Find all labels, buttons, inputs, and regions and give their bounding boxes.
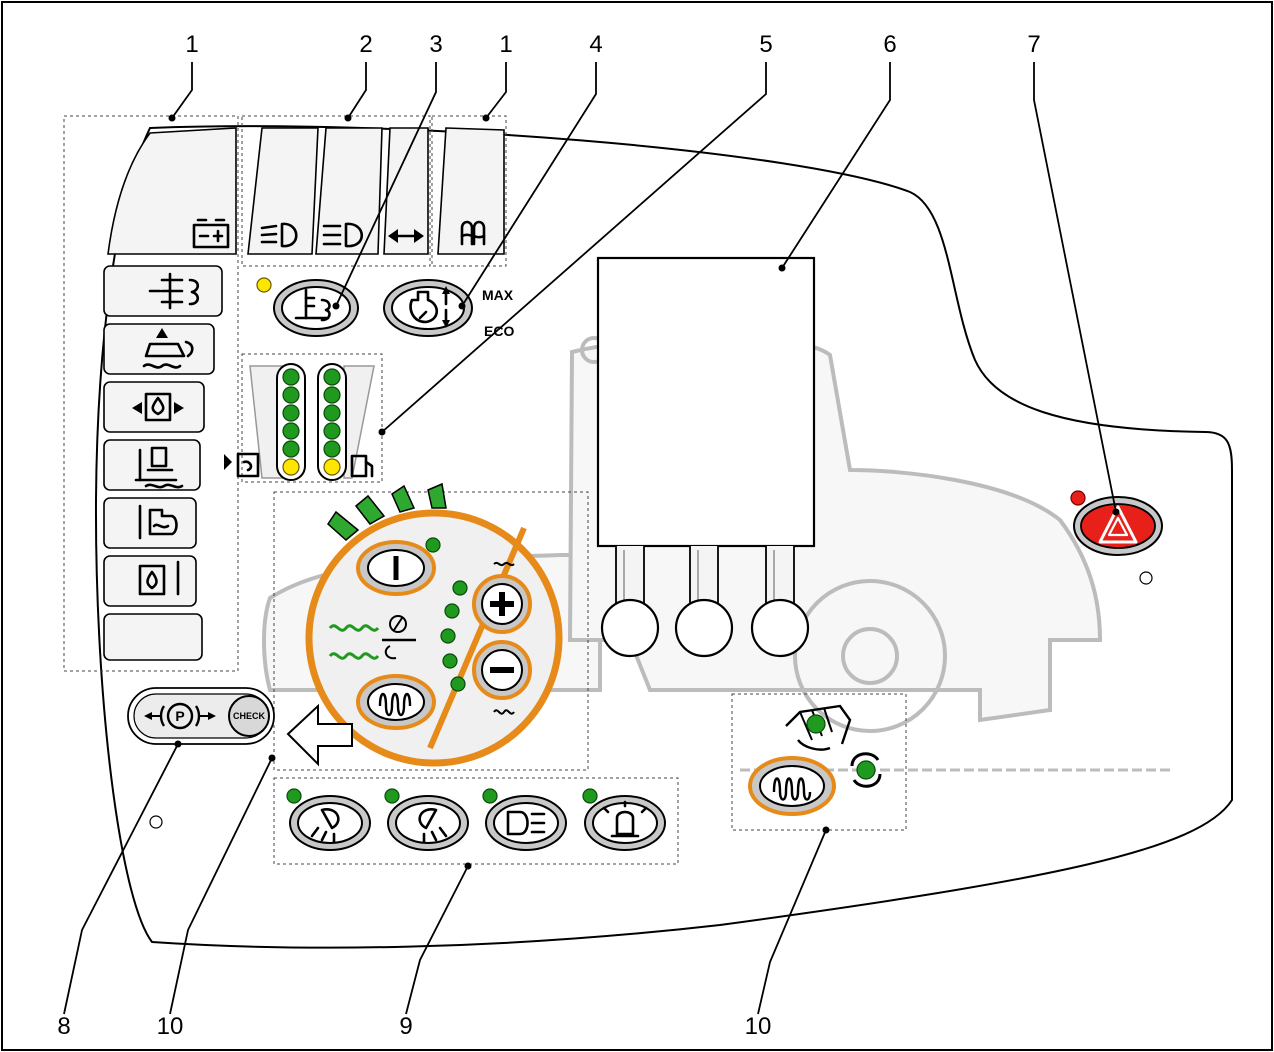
- display-button-2[interactable]: [674, 598, 734, 658]
- tile-empty: [103, 613, 203, 661]
- display-button-1[interactable]: [600, 598, 660, 658]
- front-work-light-icon: [310, 808, 340, 844]
- hazard-button[interactable]: [1073, 496, 1163, 556]
- group-5-gauges: [241, 353, 383, 483]
- arrow-pointer-icon: [286, 703, 353, 767]
- rotation-led: [856, 760, 876, 780]
- turn-indicator-icon: [388, 229, 424, 243]
- battery-charge-icon: [192, 218, 230, 249]
- max-label: MAX: [482, 287, 514, 303]
- display-screen: [596, 256, 816, 548]
- group-1-left-warnings: [63, 115, 239, 672]
- pickup-reel-icon: [785, 704, 852, 751]
- parking-label: P: [175, 708, 184, 724]
- preheat-icon: [460, 220, 486, 246]
- front-work-light-button[interactable]: [289, 795, 371, 851]
- callout-3: 3: [429, 31, 442, 58]
- high-beam-icon: [322, 222, 363, 248]
- pickup-suspension-button[interactable]: [748, 756, 836, 816]
- hazard-led: [1070, 490, 1086, 506]
- tile-battery: [107, 127, 237, 255]
- damping-icon: [328, 615, 416, 660]
- low-beam-icon: [260, 222, 298, 248]
- callout-1b: 1: [499, 31, 512, 58]
- callout-10b: 10: [745, 1013, 772, 1040]
- group-10-pickup-controls: [731, 693, 907, 831]
- group-2-lights: [241, 115, 431, 267]
- hydraulic-oil-temp-icon: [134, 446, 184, 489]
- decrease-button[interactable]: [472, 640, 532, 700]
- suspension-button[interactable]: [356, 674, 436, 730]
- pickup-suspension-icon: [772, 777, 812, 801]
- callout-7: 7: [1027, 31, 1040, 58]
- tile-hydraulic-oil-level: [103, 323, 215, 375]
- increase-button[interactable]: [472, 574, 532, 634]
- tile-hydraulic-temp: [103, 555, 197, 607]
- gauge-right-leds: [323, 368, 341, 476]
- leader-dots: [168, 114, 1120, 870]
- def-level-icon: [224, 452, 260, 478]
- suspension-icon: [378, 692, 412, 717]
- beacon-led: [582, 788, 598, 804]
- display-button-3[interactable]: [750, 598, 810, 658]
- callout-6: 6: [883, 31, 896, 58]
- side-light-led: [482, 788, 498, 804]
- front-work-light-led: [286, 788, 302, 804]
- leader-lines: [63, 62, 1117, 1015]
- max-eco-button[interactable]: [383, 279, 473, 337]
- oil-pressure-icon: [132, 392, 184, 422]
- callout-8: 8: [57, 1013, 70, 1040]
- side-light-button[interactable]: [485, 795, 567, 851]
- callout-1a: 1: [185, 31, 198, 58]
- callout-2: 2: [359, 31, 372, 58]
- callout-4: 4: [589, 31, 602, 58]
- decrease-hint-icon: [493, 709, 515, 715]
- callout-10a: 10: [157, 1013, 184, 1040]
- floating-position-button[interactable]: [356, 540, 436, 596]
- increase-hint-icon: [493, 561, 515, 567]
- indicator-hole: [1139, 571, 1153, 585]
- green-tabs: [327, 482, 447, 541]
- callout-9: 9: [399, 1013, 412, 1040]
- coolant-temp-icon: [138, 504, 178, 540]
- hydraulic-oil-level-icon: [142, 328, 194, 369]
- rear-work-light-led: [384, 788, 400, 804]
- diff-lock-led: [256, 277, 272, 293]
- check-button[interactable]: CHECK: [228, 695, 270, 737]
- beacon-button[interactable]: [584, 795, 666, 851]
- plus-icon: [490, 592, 514, 616]
- mounting-hole: [149, 815, 163, 829]
- beacon-icon: [602, 800, 648, 838]
- callout-numbers-bottom: 8 10 9 10: [57, 1013, 771, 1040]
- check-label: CHECK: [233, 711, 266, 721]
- fuel-level-icon: [350, 454, 374, 478]
- rear-work-light-button[interactable]: [387, 795, 469, 851]
- top-strip-tiles: [247, 127, 505, 255]
- hazard-triangle-icon: [1098, 505, 1138, 544]
- rotation-indicator: [850, 752, 882, 788]
- rear-work-light-icon: [418, 808, 448, 844]
- eco-label: ECO: [484, 323, 514, 339]
- gauge-left-leds: [282, 368, 300, 476]
- parking-brake-button[interactable]: P: [144, 702, 216, 730]
- diff-lock-icon: [294, 288, 331, 322]
- engine-speed-icon: [409, 286, 450, 328]
- callout-5: 5: [759, 31, 772, 58]
- floating-led: [425, 537, 441, 553]
- hydraulic-temp-icon: [138, 560, 180, 596]
- group-1-preheat: [431, 115, 507, 267]
- diff-lock-button[interactable]: [273, 279, 359, 337]
- parking-brake-icon: [144, 702, 216, 730]
- callout-numbers-top: 1 2 3 1 4 5 6 7: [185, 31, 1040, 58]
- display-knob-stems: [615, 546, 795, 609]
- raise-lower-leds: [440, 580, 468, 692]
- air-filter-icon: [148, 272, 200, 310]
- group-9-work-lights: [273, 777, 679, 865]
- side-light-icon: [506, 810, 546, 836]
